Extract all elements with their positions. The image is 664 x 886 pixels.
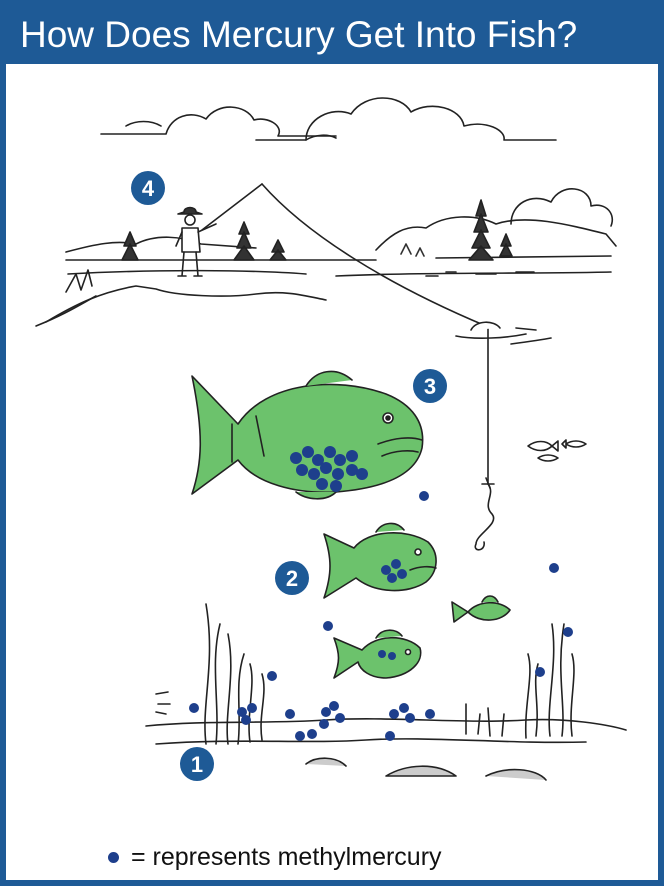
- fish-icon: [324, 523, 436, 598]
- methylmercury-dot-icon: [108, 852, 119, 863]
- tree-icon: [122, 200, 512, 260]
- cloud-icon: [101, 107, 336, 136]
- legend-text: = represents methylmercury: [131, 843, 442, 872]
- step-badge-3: 3: [413, 369, 447, 403]
- title-bar: How Does Mercury Get Into Fish?: [6, 6, 658, 64]
- fisherman-icon: [176, 208, 216, 277]
- legend: = represents methylmercury: [108, 842, 442, 872]
- step-label-1: 1: [191, 752, 203, 777]
- step-badge-4: 4: [131, 171, 165, 205]
- step-badge-2: 2: [275, 561, 309, 595]
- fish-icon: [528, 440, 586, 461]
- step-label-2: 2: [286, 566, 298, 591]
- methylmercury-dots: [189, 446, 573, 741]
- step-label-3: 3: [424, 374, 436, 399]
- page-title: How Does Mercury Get Into Fish?: [20, 12, 577, 58]
- fish-icon: [452, 596, 510, 622]
- illustration: 4 3 2 1: [6, 64, 658, 834]
- step-label-4: 4: [142, 176, 155, 201]
- hooked-worm-icon: [475, 478, 494, 550]
- fish-icon: [334, 630, 421, 678]
- step-badge-1: 1: [180, 747, 214, 781]
- cloud-icon: [256, 98, 556, 140]
- fish-icon: [192, 371, 423, 498]
